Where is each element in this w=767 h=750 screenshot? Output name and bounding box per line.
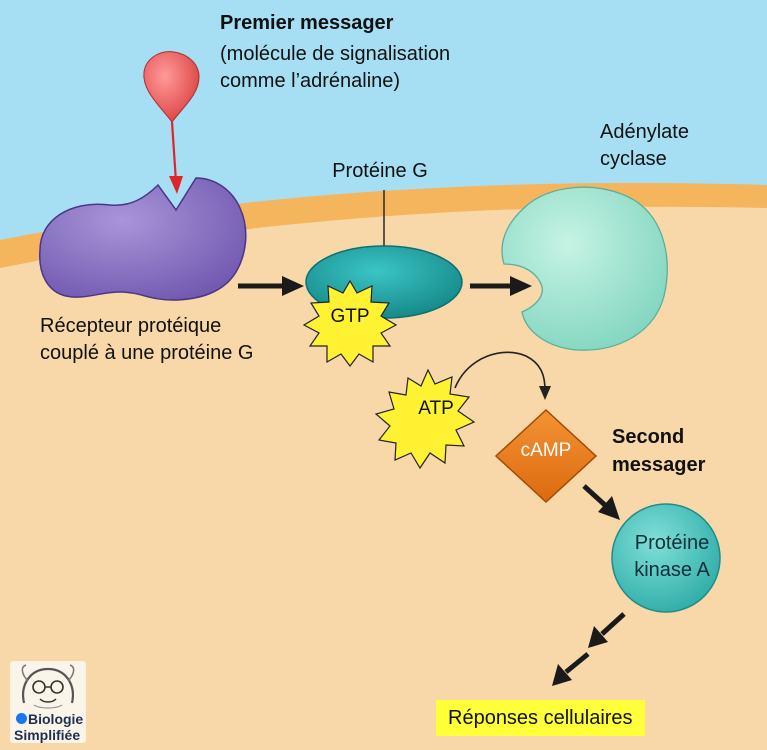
arrowhead-receptor-to-gprotein <box>282 276 304 296</box>
premier-messager-description-line2: comme l’adrénaline) <box>220 70 401 92</box>
facebook-icon <box>16 713 27 724</box>
proteine-kinase-line2: kinase A <box>634 559 710 581</box>
camp-diamond <box>494 408 598 504</box>
binding-arrow-line <box>170 121 178 183</box>
premier-messager-molecule <box>143 51 200 123</box>
arrowhead-pka-to-reponses-2 <box>552 664 572 686</box>
biologie-simplifiee-logo <box>10 661 86 743</box>
recepteur-line1: Récepteur protéique <box>40 315 222 337</box>
adenylate-cyclase-label: Adénylate cyclase <box>600 119 740 173</box>
gtp-label: GTP <box>330 306 370 327</box>
logo-avatar-icon <box>21 664 75 709</box>
binding-arrowhead <box>169 176 183 194</box>
premier-messager-description-line1: (molécule de signalisation <box>220 43 451 65</box>
logo-line1: Biologie <box>16 711 86 727</box>
proteine-kinase-line1: Protéine <box>634 532 710 554</box>
proteine-kinase-label: Protéine kinase A <box>612 530 732 584</box>
atp-to-camp-curve <box>454 351 546 391</box>
adenylate-cyclase-line1: Adénylate <box>600 121 689 143</box>
recepteur-line2: couplé à une protéine G <box>40 342 254 364</box>
receptor-protein <box>39 177 247 301</box>
arrowhead-camp-to-pka <box>598 496 620 520</box>
arrow-pka-to-reponses-2 <box>564 652 590 674</box>
atp-to-camp-arrowhead <box>539 386 551 400</box>
second-messager-line2: messager <box>612 454 706 476</box>
recepteur-label: Récepteur protéique couplé à une protéin… <box>40 313 330 367</box>
proteine-kinase-a <box>611 503 721 613</box>
camp-label: cAMP <box>520 440 572 461</box>
adenylate-cyclase <box>501 186 668 351</box>
premier-messager-title: Premier messager <box>220 12 394 34</box>
second-messager-label: Second messager <box>612 423 762 479</box>
second-messager-line1: Second <box>612 426 685 448</box>
adenylate-cyclase-line2: cyclase <box>600 148 667 170</box>
arrow-pka-to-reponses-1 <box>600 612 626 636</box>
atp-label: ATP <box>418 398 454 419</box>
arrow-camp-to-pka <box>582 484 608 508</box>
logo-line2: Simplifiée <box>14 727 81 743</box>
premier-messager-description: (molécule de signalisation comme l’adrén… <box>220 41 520 95</box>
atp-starburst <box>374 368 476 470</box>
arrowhead-gprotein-to-adenylate <box>510 276 532 296</box>
proteine-g-label: Protéine G <box>332 160 428 182</box>
logo-text-biologie: Biologie <box>28 711 84 727</box>
arrowhead-pka-to-reponses-1 <box>588 626 608 648</box>
gtp-starburst <box>302 279 398 367</box>
reponses-cellulaires-label: Réponses cellulaires <box>436 700 645 736</box>
